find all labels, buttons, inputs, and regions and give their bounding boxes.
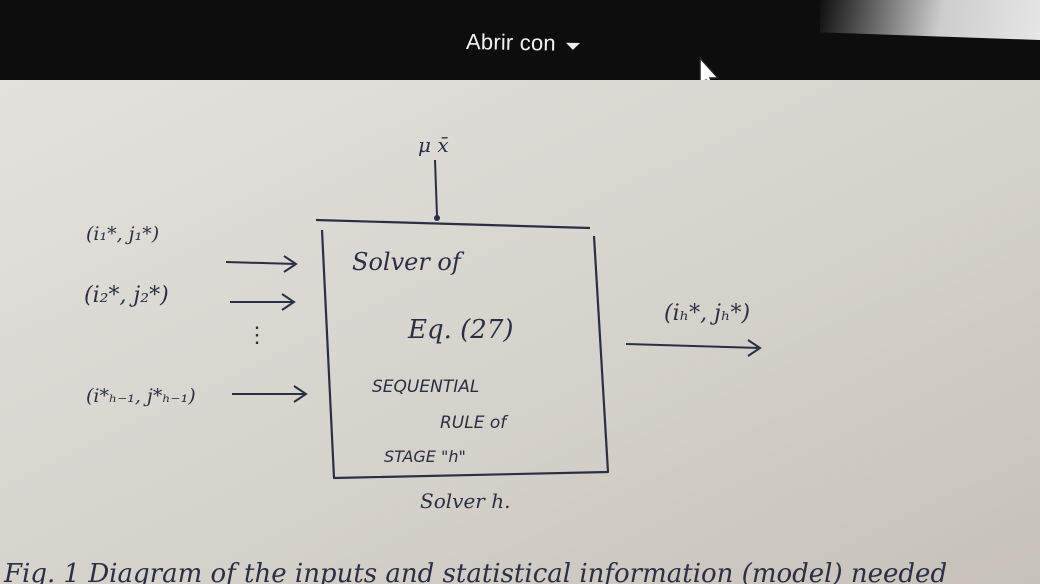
paper-background: [0, 80, 1040, 584]
top-input-label: μ x̄: [418, 133, 449, 157]
output-arrow: [625, 339, 762, 357]
figure-caption: Fig. 1 Diagram of the inputs and statist…: [3, 559, 947, 584]
box-line-rule: RULE of: [440, 413, 509, 433]
box-line-sequential: SEQUENTIAL: [372, 377, 479, 397]
input-h-label: (i*ₕ₋₁, j*ₕ₋₁): [86, 385, 196, 407]
chevron-down-icon: [565, 42, 580, 50]
open-with-label: Abrir con: [465, 29, 557, 56]
box-line-solver: Solver of: [352, 248, 465, 276]
top-input-arrow: [434, 159, 438, 217]
top-input-dot: [434, 215, 440, 221]
document-page: μ x̄ (i₁*, j₁*) (i₂*, j₂*) ⋮ (i*ₕ₋₁, j*ₕ…: [0, 80, 1040, 584]
input-1-label: (i₁*, j₁*): [86, 223, 159, 245]
input-arrows: [225, 255, 308, 403]
input-2-label: (i₂*, j₂*): [84, 283, 169, 308]
open-with-button[interactable]: Abrir con: [466, 29, 580, 57]
box-caption: Solver h.: [420, 489, 510, 513]
input-ellipsis: ⋮: [246, 323, 268, 348]
box-line-stage: STAGE "h": [384, 447, 466, 466]
solver-box: [315, 218, 610, 480]
output-label: (iₕ*, jₕ*): [664, 301, 750, 326]
box-line-equation: Eq. (27): [407, 315, 514, 345]
